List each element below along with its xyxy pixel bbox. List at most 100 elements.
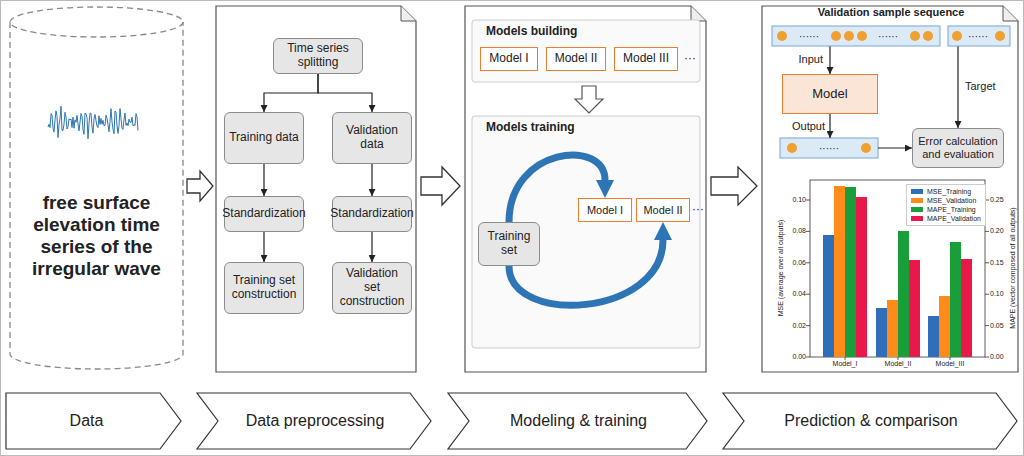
process-box: Training set <box>478 222 540 266</box>
text-label: Model_I <box>833 360 858 368</box>
text-label: 0.06 <box>792 259 806 267</box>
node-text: free surface elevation time series of th… <box>8 192 185 279</box>
stage-chevron: Prediction & comparison <box>722 392 1018 450</box>
bar <box>950 242 961 357</box>
process-box: Error calculation and evaluation <box>912 128 1004 168</box>
tick-mark <box>806 262 810 263</box>
stage-chevron: Data preprocessing <box>196 392 432 450</box>
text-label: Models training <box>486 121 575 134</box>
document-panel <box>762 6 1018 372</box>
hollow-arrow <box>711 167 757 205</box>
model-box: Model I <box>578 198 632 222</box>
page-fold <box>1003 6 1018 21</box>
text-label: 0.02 <box>792 322 806 330</box>
chart-legend: MSE_TrainingMSE_ValidationMAPE_TrainingM… <box>906 184 986 226</box>
process-box: Validation data <box>332 112 412 164</box>
node-text: Model III <box>623 52 669 66</box>
text-label: 0.00 <box>990 353 1004 361</box>
text-label: 0.00 <box>792 353 806 361</box>
model-box: Model II <box>636 198 690 222</box>
sample-dot <box>777 31 787 41</box>
bar <box>834 186 845 357</box>
page-fold <box>401 6 416 21</box>
sample-dot <box>831 31 841 41</box>
tick-mark <box>806 200 810 201</box>
text-label: ··· <box>684 52 696 65</box>
hollow-arrow <box>187 171 213 201</box>
axis-title: MSE (average over all outputs) <box>777 220 785 317</box>
stage-chevron: Data <box>5 392 182 450</box>
node-text: Validation data <box>337 124 407 152</box>
bar-chart <box>806 186 989 360</box>
wave-signal <box>48 106 138 139</box>
flow-arrow <box>371 232 372 262</box>
text-label: Model_II <box>885 360 912 368</box>
text-label: ······ <box>968 31 988 42</box>
node-text: Validation sample sequence <box>818 6 965 19</box>
tick-mark <box>985 325 989 326</box>
sample-dot <box>952 31 962 41</box>
text-label: ··· <box>692 203 704 216</box>
flow-arrow <box>371 164 372 196</box>
target-sequence-bar <box>948 26 1010 46</box>
legend-swatch <box>911 189 923 194</box>
sample-dot <box>923 31 933 41</box>
sample-dot <box>787 143 797 153</box>
data-cylinder: free surface elevation time series of th… <box>8 4 185 372</box>
tick-mark <box>806 294 810 295</box>
tick-mark <box>806 357 810 358</box>
sample-dot <box>995 31 1005 41</box>
legend-text: MSE_Validation <box>927 197 976 204</box>
output-sequence-bar <box>780 138 878 158</box>
node-text: Standardization <box>330 207 413 221</box>
chevron-outline <box>723 393 1017 449</box>
chevron-outline <box>197 393 431 449</box>
cylinder-top <box>10 7 183 37</box>
process-box: Standardization <box>224 196 304 232</box>
tick-mark <box>806 325 810 326</box>
legend-text: MAPE_Validation <box>927 215 981 222</box>
node-text: Data preprocessing <box>246 412 385 430</box>
node-text: Model <box>812 87 847 102</box>
sample-dot <box>861 143 871 153</box>
node-text: Modeling & training <box>510 412 647 430</box>
flow-arrow <box>318 74 372 112</box>
node-text: Model II <box>555 52 598 66</box>
bar <box>887 300 898 357</box>
bar <box>928 316 939 357</box>
page-fold <box>691 6 706 21</box>
text-label: ······ <box>799 31 819 42</box>
node-text: Training set <box>483 230 535 258</box>
flow-arrow <box>263 164 264 196</box>
legend-row: MAPE_Validation <box>911 214 981 223</box>
bar <box>961 259 972 357</box>
tick-mark <box>985 294 989 295</box>
text-label: 0.04 <box>792 290 806 298</box>
edge-label: Target <box>963 80 998 93</box>
node-text: Training set construction <box>229 274 299 302</box>
legend-row: MSE_Training <box>911 187 981 196</box>
axis-title: MAPE (vector composed of all outputs) <box>1009 207 1017 328</box>
chart-frame <box>810 180 985 357</box>
legend-row: MSE_Validation <box>911 196 981 205</box>
legend-swatch <box>911 216 923 221</box>
legend-text: MSE_Training <box>927 188 971 195</box>
legend-swatch <box>911 198 923 203</box>
text-label: 0.05 <box>990 322 1004 330</box>
text-label: 0.10 <box>990 290 1004 298</box>
tick-mark <box>950 357 951 360</box>
node-text: Error calculation and evaluation <box>917 135 999 160</box>
text-label: 0.10 <box>792 196 806 204</box>
flow-arrow <box>878 147 912 148</box>
tick-mark <box>898 357 899 360</box>
chevron-outline <box>448 393 707 449</box>
models-building-area <box>472 20 700 82</box>
model-box: Model III <box>614 47 678 71</box>
bar <box>856 197 867 357</box>
text-label: ······ <box>878 31 898 42</box>
text-label: 0.15 <box>990 259 1004 267</box>
cylinder-outline <box>8 4 185 372</box>
flow-arrow <box>829 46 830 74</box>
tick-mark <box>806 231 810 232</box>
process-box: Time series splitting <box>273 38 363 74</box>
